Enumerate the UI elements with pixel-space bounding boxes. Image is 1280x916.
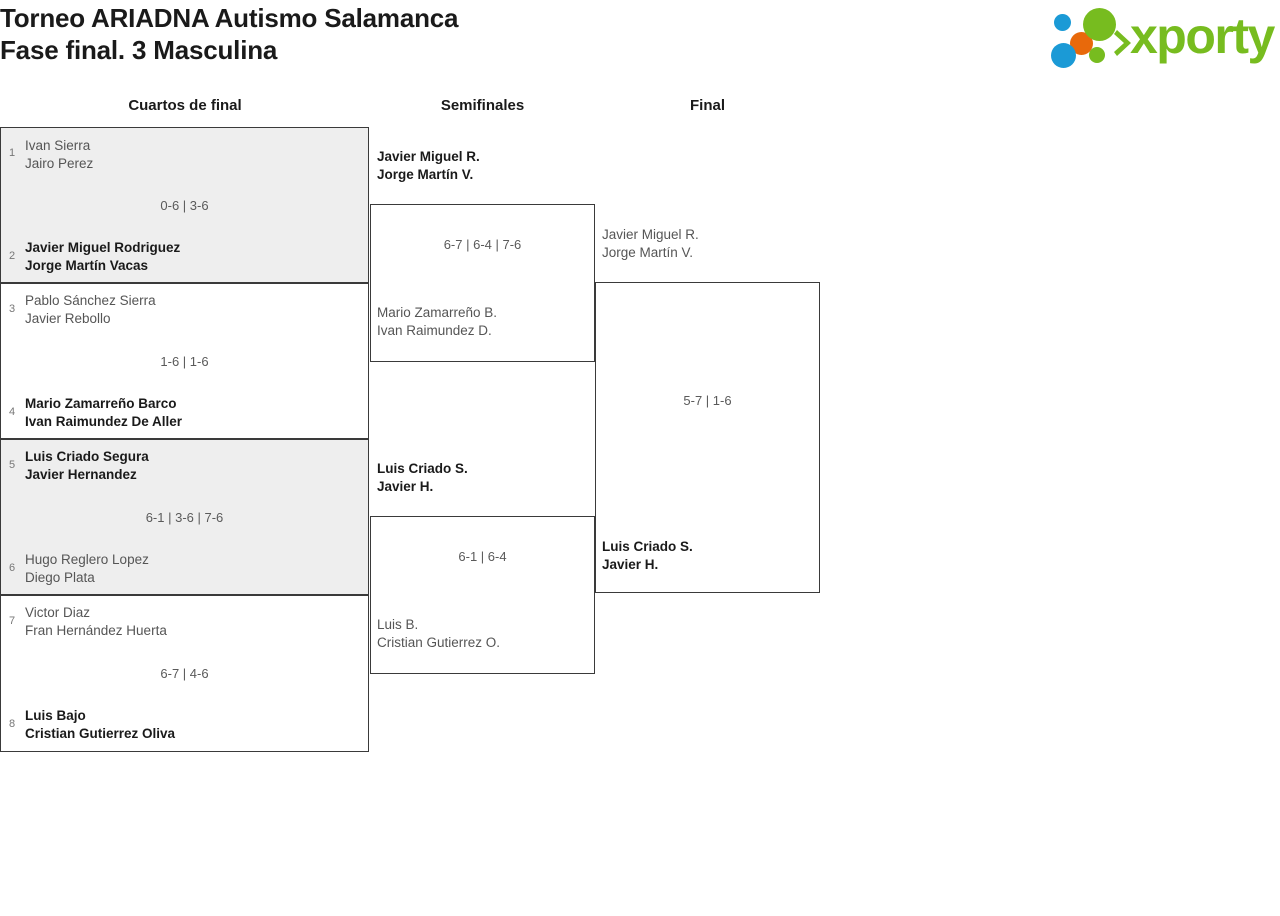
qf-score-4: 6-7 | 4-6 [160, 666, 209, 681]
player-name: Ivan Raimundez D. [377, 323, 492, 338]
qf-match-2[interactable] [0, 283, 369, 439]
player-name: Mario Zamarreño Barco [25, 396, 177, 411]
qf-match-3[interactable] [0, 439, 369, 595]
sf-score-1: 6-7 | 6-4 | 7-6 [443, 237, 522, 252]
qf-match-4[interactable] [0, 595, 369, 752]
player-name: Fran Hernández Huerta [25, 623, 167, 638]
player-name: Jairo Perez [25, 156, 94, 171]
title-line-1: Torneo ARIADNA Autismo Salamanca [0, 3, 459, 33]
round-header-cuartos: Cuartos de final [128, 97, 242, 114]
player-name: Victor Diaz [25, 605, 91, 620]
logo-chevron-right-icon [1114, 30, 1131, 56]
player-name: Pablo Sánchez Sierra [25, 293, 156, 308]
logo-dot-blue-large-icon [1051, 43, 1076, 68]
sf-team-4: Luis B. Cristian Gutierrez O. [377, 616, 500, 652]
round-header-semifinales: Semifinales [440, 97, 525, 114]
qf-score-3: 6-1 | 3-6 | 7-6 [145, 510, 224, 525]
qf-seed-3: 3 [8, 303, 16, 315]
player-name: Mario Zamarreño B. [377, 305, 498, 320]
title-line-2: Fase final. 3 Masculina [0, 35, 278, 65]
player-name: Javier H. [602, 557, 659, 572]
sf-team-2: Mario Zamarreño B. Ivan Raimundez D. [377, 304, 497, 340]
player-name: Luis Criado Segura [25, 449, 149, 464]
qf-seed-1: 1 [8, 147, 16, 159]
qf-seed-2: 2 [8, 250, 16, 262]
player-name: Javier H. [377, 479, 434, 494]
qf-seed-8: 8 [8, 718, 16, 730]
qf-match-1[interactable] [0, 127, 369, 283]
qf-team-2: Javier Miguel Rodriguez Jorge Martín Vac… [25, 239, 180, 275]
player-name: Javier Miguel R. [602, 227, 699, 242]
qf-seed-4: 4 [8, 406, 16, 418]
page-title: Torneo ARIADNA Autismo Salamanca Fase fi… [0, 2, 459, 66]
logo-dot-green-large-icon [1083, 8, 1116, 41]
final-match[interactable] [595, 282, 820, 593]
player-name: Javier Hernandez [25, 467, 137, 482]
logo-dot-orange-icon [1070, 32, 1093, 55]
player-name: Ivan Raimundez De Aller [25, 414, 183, 429]
player-name: Jorge Martín Vacas [25, 258, 149, 273]
logo-dot-green-small-icon [1089, 47, 1105, 63]
qf-team-6: Hugo Reglero Lopez Diego Plata [25, 551, 149, 587]
qf-team-3: Pablo Sánchez Sierra Javier Rebollo [25, 292, 156, 328]
player-name: Ivan Sierra [25, 138, 91, 153]
player-name: Cristian Gutierrez Oliva [25, 726, 176, 741]
xporty-logo[interactable]: xporty [1048, 4, 1276, 68]
player-name: Cristian Gutierrez O. [377, 635, 501, 650]
logo-wordmark: xporty [1130, 8, 1275, 64]
final-team-1: Javier Miguel R. Jorge Martín V. [602, 226, 699, 262]
qf-team-1: Ivan Sierra Jairo Perez [25, 137, 93, 173]
sf-match-1[interactable] [370, 204, 595, 362]
final-team-2: Luis Criado S. Javier H. [602, 538, 693, 574]
player-name: Diego Plata [25, 570, 95, 585]
page-header: Torneo ARIADNA Autismo Salamanca Fase fi… [0, 0, 1280, 88]
final-score: 5-7 | 1-6 [683, 393, 732, 408]
round-header-final: Final [689, 97, 725, 114]
sf-score-2: 6-1 | 6-4 [458, 549, 507, 564]
player-name: Luis Criado S. [602, 539, 693, 554]
qf-seed-5: 5 [8, 459, 16, 471]
qf-team-8: Luis Bajo Cristian Gutierrez Oliva [25, 707, 175, 743]
sf-team-1: Javier Miguel R. Jorge Martín V. [377, 148, 480, 184]
qf-score-1: 0-6 | 3-6 [160, 198, 209, 213]
sf-team-3: Luis Criado S. Javier H. [377, 460, 468, 496]
player-name: Luis Bajo [25, 708, 86, 723]
player-name: Hugo Reglero Lopez [25, 552, 149, 567]
player-name: Javier Miguel Rodriguez [25, 240, 181, 255]
qf-team-7: Victor Diaz Fran Hernández Huerta [25, 604, 167, 640]
qf-seed-7: 7 [8, 615, 16, 627]
player-name: Javier Rebollo [25, 311, 111, 326]
player-name: Jorge Martín V. [602, 245, 694, 260]
player-name: Jorge Martín V. [377, 167, 474, 182]
player-name: Luis B. [377, 617, 419, 632]
sf-match-2[interactable] [370, 516, 595, 674]
qf-team-4: Mario Zamarreño Barco Ivan Raimundez De … [25, 395, 182, 431]
logo-dot-blue-small-icon [1054, 14, 1071, 31]
player-name: Javier Miguel R. [377, 149, 480, 164]
player-name: Luis Criado S. [377, 461, 468, 476]
qf-seed-6: 6 [8, 562, 16, 574]
logo-dots-icon [1048, 6, 1132, 68]
qf-score-2: 1-6 | 1-6 [160, 354, 209, 369]
qf-team-5: Luis Criado Segura Javier Hernandez [25, 448, 149, 484]
